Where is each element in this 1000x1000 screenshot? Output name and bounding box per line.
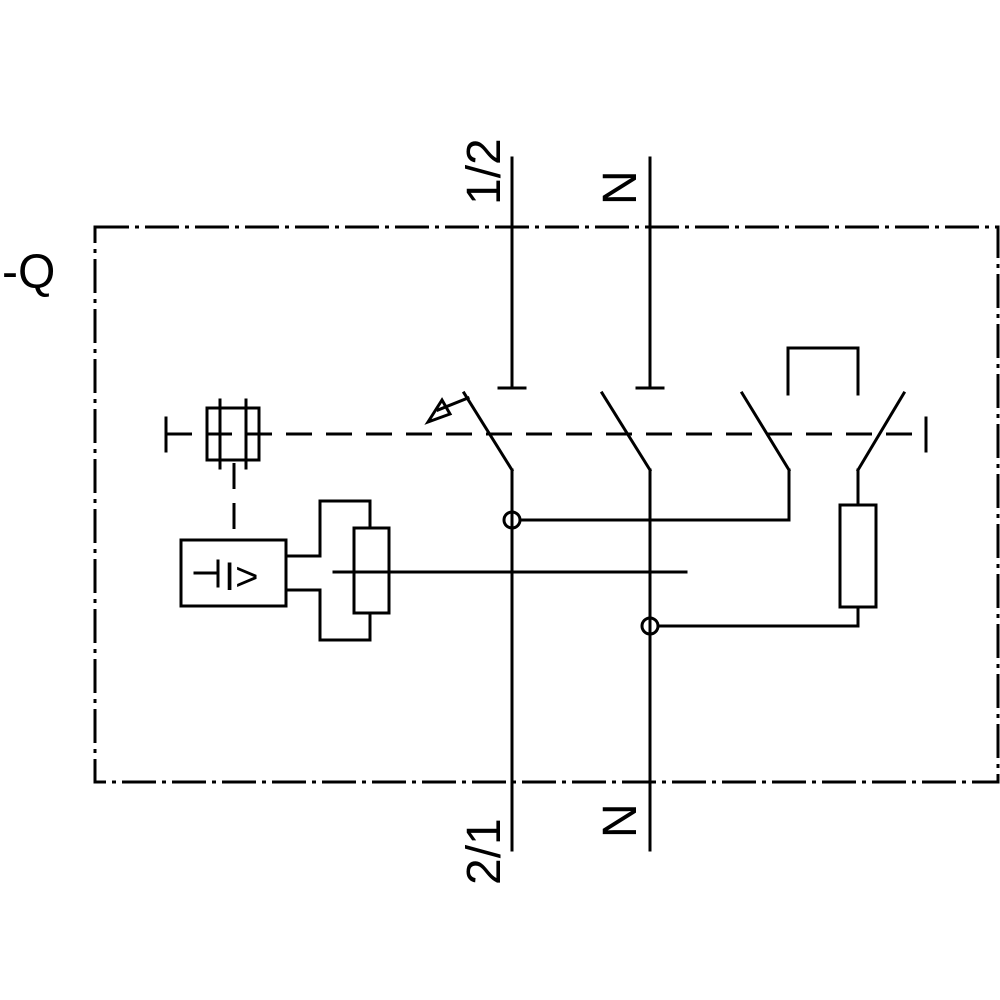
- neutral-switch-contact: [599, 390, 653, 473]
- summation-current-transformer: [284, 499, 688, 642]
- tripping-unit-symbol: I>: [224, 555, 258, 599]
- terminal-neutral-in-label: N: [594, 170, 647, 205]
- neutral-junction-node: [640, 616, 660, 636]
- phase-junction-node: [502, 510, 522, 530]
- mechanical-linkage: [164, 416, 928, 540]
- phase-switch-contact: [461, 390, 515, 473]
- trip-latch-arrow: [424, 396, 470, 425]
- terminal-phase-out-label: 2/1: [458, 818, 511, 885]
- terminal-phase-in-label: 1/2: [458, 138, 511, 205]
- tripping-unit: I>: [179, 538, 288, 608]
- terminal-neutral-out-label: N: [594, 803, 647, 838]
- latch-mechanism-box: [205, 398, 261, 470]
- phase-conductor: [497, 156, 527, 852]
- test-circuit: [518, 346, 907, 628]
- device-designation-label: -Q: [2, 246, 55, 299]
- neutral-conductor: [635, 156, 665, 852]
- device-enclosure-frame: [93, 225, 1000, 784]
